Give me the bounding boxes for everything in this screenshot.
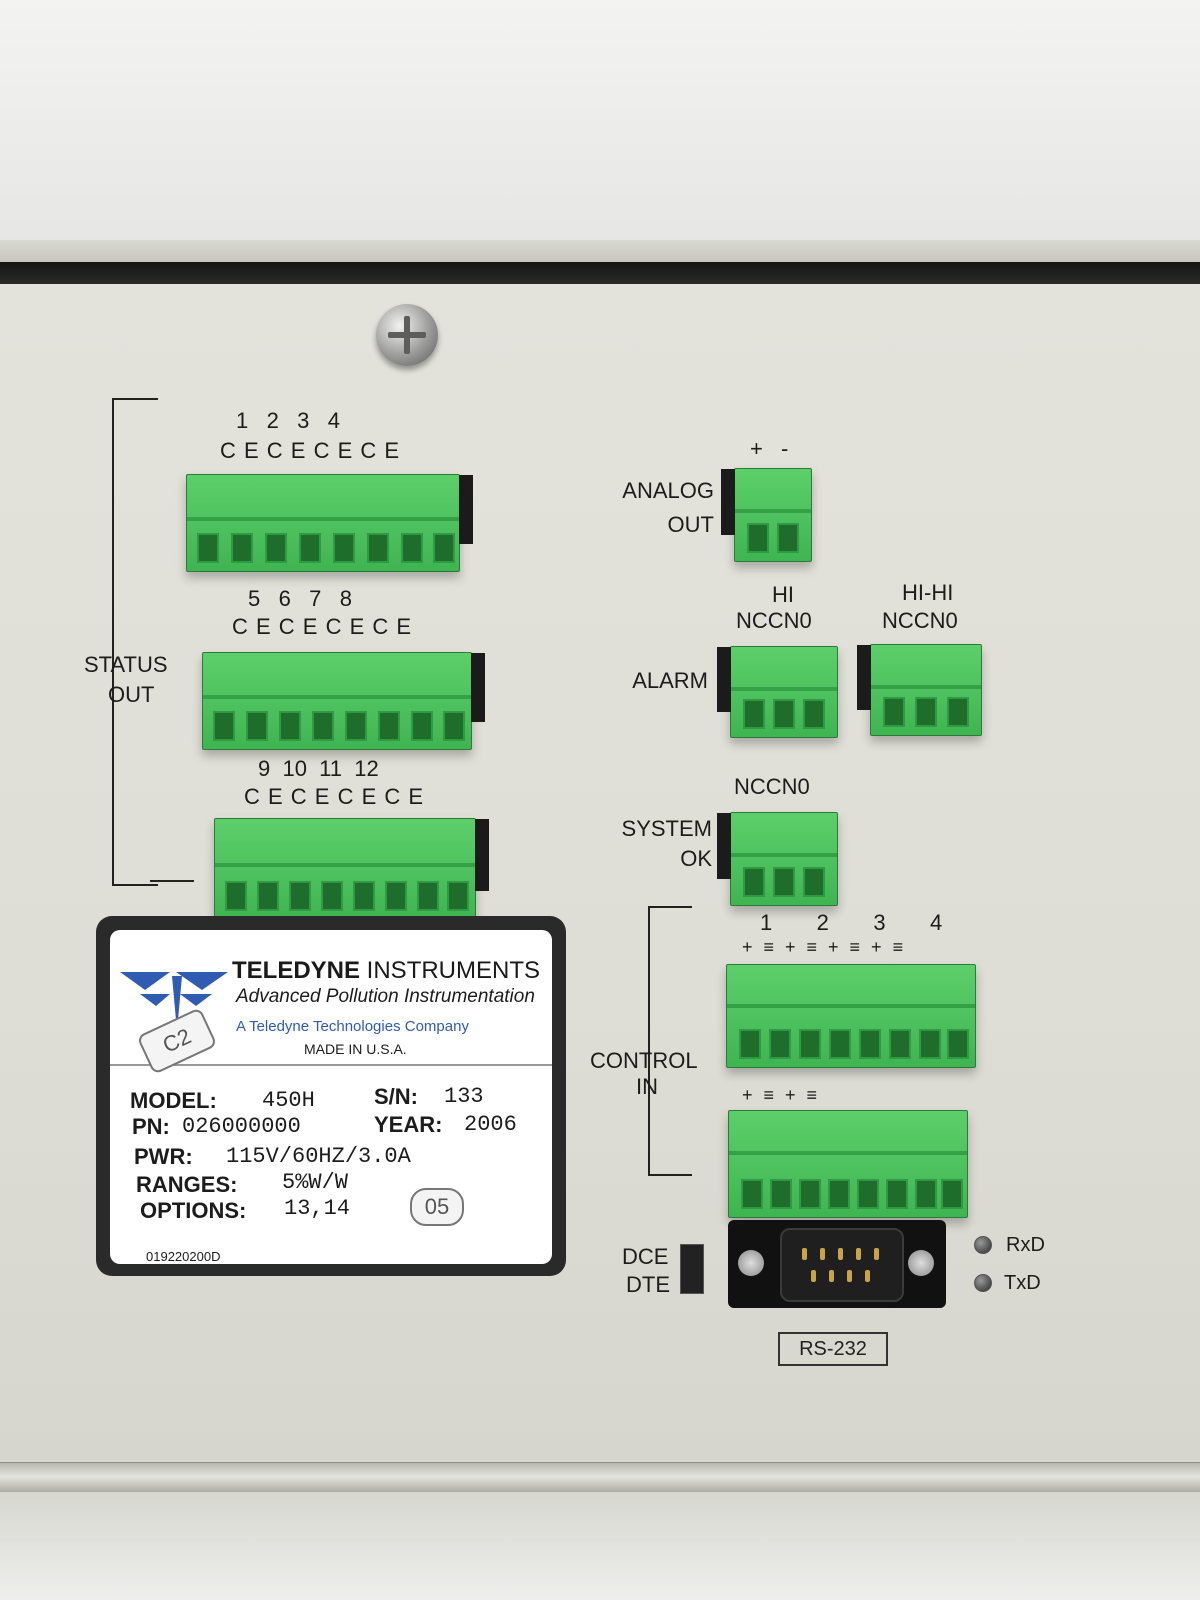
status-terminal-block-1[interactable]: [186, 474, 473, 572]
pwr-value: 115V/60HZ/3.0A: [226, 1144, 411, 1169]
analog-out-label-1: ANALOG: [622, 478, 714, 503]
brand-title: TELEDYNE INSTRUMENTS: [232, 958, 540, 984]
analog-out-terminal[interactable]: [721, 468, 812, 562]
status-block1-letters: C E C E C E C E: [220, 438, 401, 463]
options-value: 13,14: [284, 1196, 351, 1221]
control-in-block2-pins: + ≡ + ≡: [742, 1085, 821, 1105]
pwr-label: PWR:: [134, 1144, 193, 1169]
control-in-terminal-1[interactable]: [726, 964, 976, 1068]
status-block3-letters: C E C E C E C E: [244, 784, 425, 809]
ranges-value: 5%W/W: [282, 1170, 349, 1195]
txd-led-icon: [974, 1274, 992, 1292]
year-label: YEAR:: [374, 1112, 443, 1137]
status-block2-letters: C E C E C E C E: [232, 614, 413, 639]
control-in-label-1: CONTROL: [590, 1048, 698, 1073]
status-out-label-2: OUT: [108, 682, 155, 707]
control-in-terminal-2[interactable]: [728, 1110, 968, 1218]
system-ok-label-2: OK: [680, 846, 712, 871]
chassis-gap: [0, 262, 1200, 284]
alarm-hi-label: HI: [772, 582, 794, 607]
company-name: A Teledyne Technologies Company: [236, 1018, 469, 1035]
options-05-sticker: 05: [410, 1188, 464, 1226]
floor-background: [0, 1492, 1200, 1600]
ranges-label: RANGES:: [136, 1172, 238, 1197]
status-out-label-1: STATUS: [84, 652, 168, 677]
control-in-bracket: [648, 906, 692, 1176]
brand-bold: TELEDYNE: [232, 957, 361, 984]
options-label: OPTIONS:: [140, 1198, 247, 1223]
status-block1-numbers: 1 2 3 4: [236, 408, 340, 433]
dce-dte-switch[interactable]: [680, 1244, 704, 1294]
rs232-label: RS-232: [778, 1332, 888, 1366]
control-in-block1-pins: + ≡ + ≡ + ≡ + ≡: [742, 937, 907, 957]
panel-hinge: [0, 1462, 1200, 1493]
panel-screw-icon[interactable]: [376, 304, 438, 366]
dte-label: DTE: [626, 1272, 670, 1297]
sn-value: 133: [444, 1084, 484, 1109]
system-ok-pins: NCCN0: [734, 774, 810, 799]
teledyne-logo-icon: [120, 972, 228, 1020]
control-in-block1-numbers: 1 2 3 4: [760, 910, 947, 935]
made-in-label: MADE IN U.S.A.: [304, 1041, 407, 1057]
rs232-connector[interactable]: [728, 1220, 946, 1308]
control-in-label-2: IN: [636, 1074, 658, 1099]
status-block3-numbers: 9 10 11 12: [258, 756, 379, 781]
year-value: 2006: [464, 1112, 517, 1137]
dce-label: DCE: [622, 1244, 669, 1269]
alarm-hi-terminal[interactable]: [717, 646, 838, 738]
analog-out-label-2: OUT: [667, 512, 714, 537]
pn-label: PN:: [132, 1114, 170, 1139]
model-value: 450H: [262, 1088, 315, 1113]
sn-label: S/N:: [374, 1084, 418, 1109]
wall-background: [0, 0, 1200, 248]
status-terminal-block-3[interactable]: [214, 818, 489, 920]
status-out-bracket: [112, 398, 158, 886]
pn-value: 026000000: [182, 1114, 301, 1139]
division-name: Advanced Pollution Instrumentation: [236, 986, 535, 1007]
status-block2-numbers: 5 6 7 8: [248, 586, 352, 611]
chassis-lid-edge: [0, 240, 1200, 263]
part-number: 019220200D: [146, 1249, 221, 1264]
alarm-hihi-terminal[interactable]: [857, 644, 982, 736]
alarm-hi-pins: NCCN0: [736, 608, 812, 633]
system-ok-label-1: SYSTEM: [621, 816, 712, 841]
rxd-led-icon: [974, 1236, 992, 1254]
alarm-hihi-label: HI-HI: [902, 580, 954, 605]
analog-out-polarity: + -: [750, 436, 795, 461]
system-ok-terminal[interactable]: [717, 812, 838, 906]
txd-label: TxD: [1004, 1272, 1041, 1294]
rxd-label: RxD: [1006, 1234, 1045, 1256]
brand-rest: INSTRUMENTS: [360, 957, 541, 984]
status-out-bracket-bottom: [150, 880, 194, 882]
model-label: MODEL:: [130, 1088, 217, 1113]
status-terminal-block-2[interactable]: [202, 652, 485, 750]
alarm-label: ALARM: [632, 668, 708, 693]
alarm-hihi-pins: NCCN0: [882, 608, 958, 633]
nameplate-body: [110, 1064, 552, 1264]
